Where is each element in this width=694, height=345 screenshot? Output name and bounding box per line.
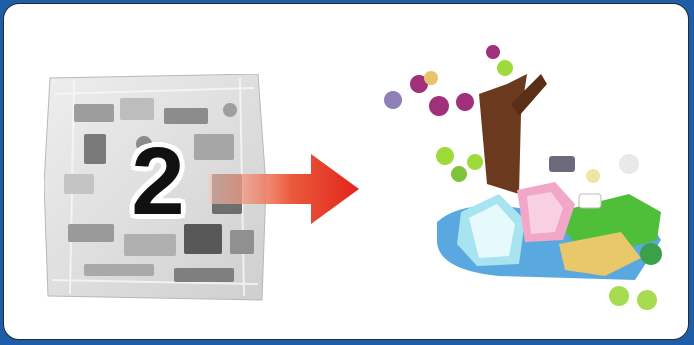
step-number: 2 [122, 132, 194, 232]
step-panel: 2 [3, 3, 689, 340]
right-arrow-icon [209, 152, 361, 226]
built-model-image [379, 44, 679, 319]
